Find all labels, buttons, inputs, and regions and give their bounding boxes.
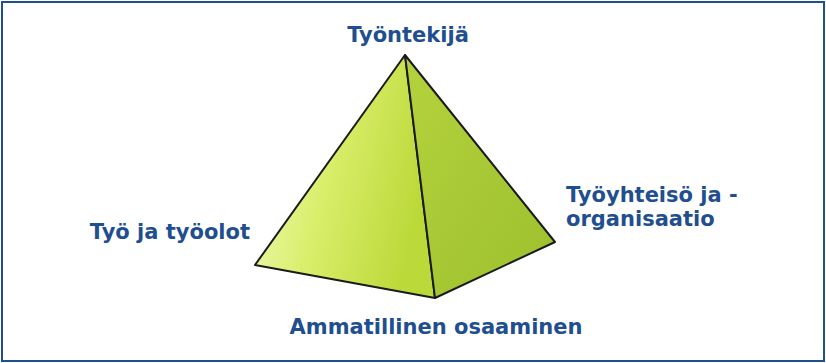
bottom-vertex-label: Ammatillinen osaaminen (290, 315, 583, 339)
right-vertex-label: Työyhteisö ja -organisaatio (566, 183, 816, 231)
apex-label: Työntekijä (347, 23, 469, 47)
left-vertex-label: Työ ja työolot (90, 220, 250, 244)
